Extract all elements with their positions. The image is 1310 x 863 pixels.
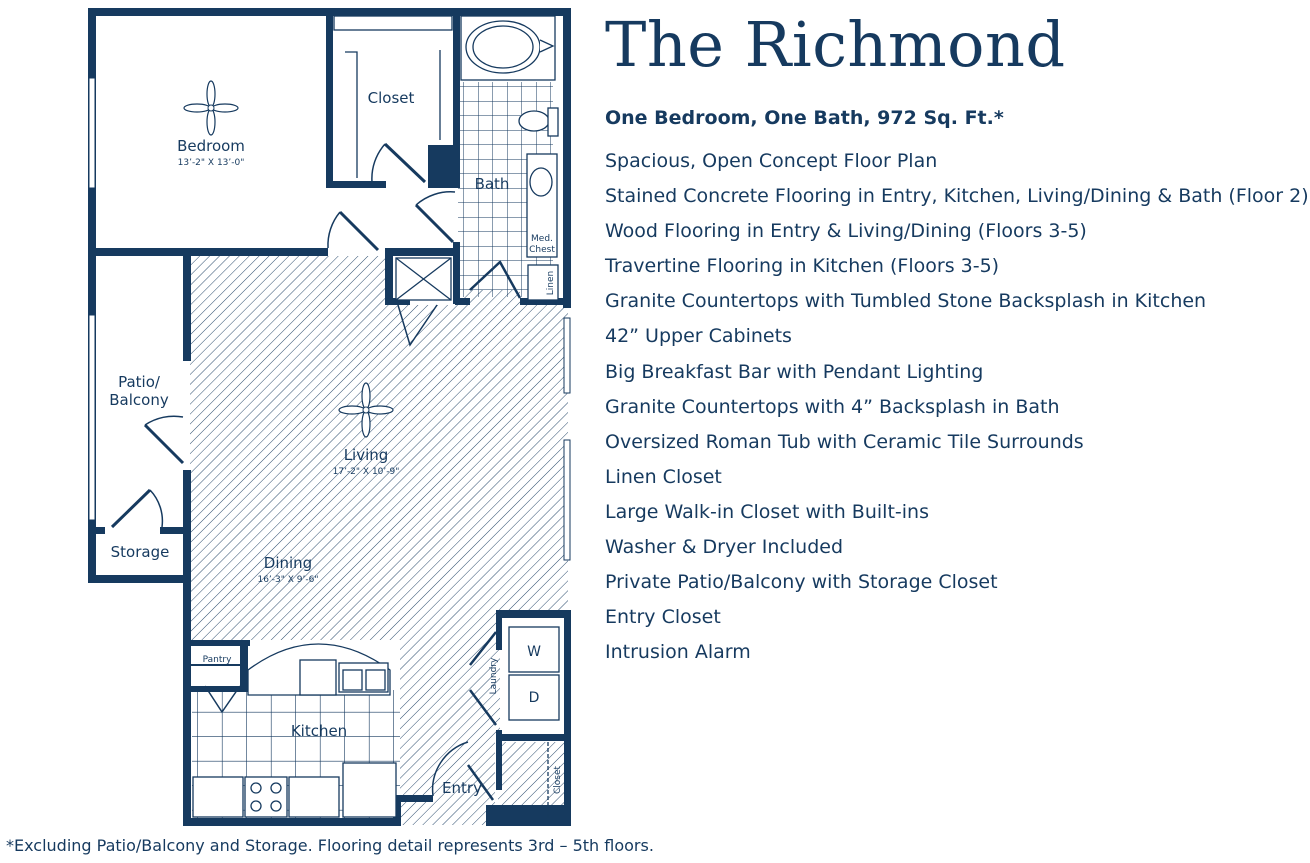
- dryer-icon: [508, 674, 560, 721]
- feature-item: 42” Upper Cabinets: [605, 325, 792, 348]
- toilet-icon: [518, 110, 550, 132]
- doors: [110, 142, 522, 801]
- ceiling-fan-icon: [183, 80, 239, 136]
- room-label-bath: Bath: [475, 175, 510, 193]
- feature-item: Entry Closet: [605, 606, 721, 629]
- feature-item: Oversized Roman Tub with Ceramic Tile Su…: [605, 430, 1084, 453]
- stove-icon: [244, 776, 288, 818]
- label-dryer: D: [529, 690, 540, 706]
- washer-icon: [508, 626, 560, 673]
- room-dims-dining: 16’-3" X 9’-6": [257, 575, 318, 585]
- floor-plan: Bedroom 13’-2" X 13’-0" Closet Bath Med.…: [88, 8, 571, 826]
- room-label-bedroom: Bedroom: [177, 137, 245, 155]
- room-label-dining: Dining: [264, 554, 312, 572]
- room-dims-bedroom: 13’-2" X 13’-0": [178, 158, 245, 168]
- feature-item: Big Breakfast Bar with Pendant Lighting: [605, 360, 984, 383]
- feature-item: Stained Concrete Flooring in Entry, Kitc…: [605, 185, 1309, 208]
- room-label-storage: Storage: [111, 543, 170, 561]
- sink-icon: [529, 167, 553, 197]
- room-label-patio-2: Balcony: [109, 391, 169, 409]
- footnote: *Excluding Patio/Balcony and Storage. Fl…: [6, 836, 654, 855]
- room-label-entry: Entry: [442, 779, 482, 797]
- label-laundry: Laundry: [489, 657, 499, 694]
- living-dining-floor: [190, 256, 568, 825]
- feature-item: Washer & Dryer Included: [605, 536, 844, 559]
- page-title: The Richmond: [605, 8, 1066, 81]
- label-med-chest-2: Chest: [529, 245, 555, 255]
- room-label-living: Living: [344, 446, 389, 464]
- fixtures: [192, 15, 560, 822]
- label-pantry: Pantry: [203, 655, 232, 665]
- label-linen: Linen: [546, 271, 556, 295]
- feature-item: Intrusion Alarm: [605, 641, 751, 664]
- label-med-chest-1: Med.: [531, 234, 553, 244]
- windows: [88, 77, 571, 561]
- room-label-kitchen: Kitchen: [291, 722, 347, 740]
- feature-item: Granite Countertops with 4” Backsplash i…: [605, 395, 1060, 418]
- walls: [88, 8, 571, 826]
- feature-item: Granite Countertops with Tumbled Stone B…: [605, 290, 1207, 313]
- room-label-patio-1: Patio/: [118, 373, 161, 391]
- feature-item: Wood Flooring in Entry & Living/Dining (…: [605, 220, 1087, 243]
- feature-item: Travertine Flooring in Kitchen (Floors 3…: [605, 255, 1000, 278]
- refrigerator-icon: [342, 762, 397, 818]
- feature-item: Spacious, Open Concept Floor Plan: [605, 150, 938, 172]
- label-washer: W: [527, 644, 541, 660]
- feature-item: Private Patio/Balcony with Storage Close…: [605, 571, 998, 594]
- features-list: Spacious, Open Concept Floor Plan Staine…: [605, 148, 1309, 674]
- room-dims-living: 17’-2" X 10’-9": [333, 467, 400, 477]
- feature-item: Linen Closet: [605, 465, 722, 488]
- room-label-closet: Closet: [368, 89, 415, 107]
- plan-summary: One Bedroom, One Bath, 972 Sq. Ft.*: [605, 107, 1004, 129]
- label-entry-closet: Closet: [553, 766, 563, 795]
- feature-item: Large Walk-in Closet with Built-ins: [605, 500, 929, 523]
